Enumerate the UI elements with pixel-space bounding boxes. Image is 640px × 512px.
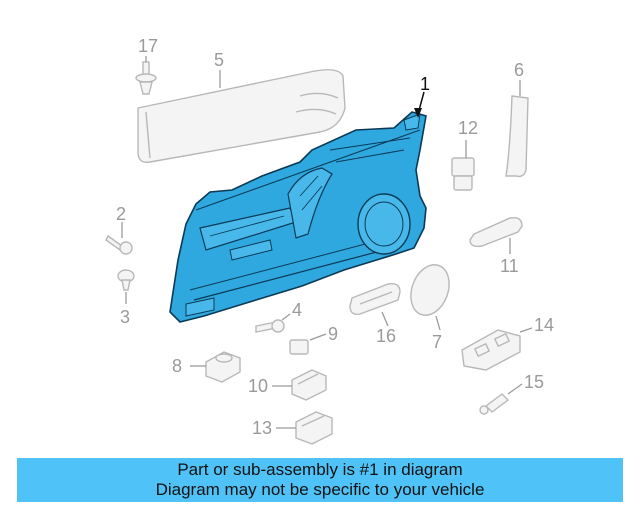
part-17-clip — [135, 56, 157, 95]
info-banner: Part or sub-assembly is #1 in diagram Di… — [17, 458, 623, 502]
callout-14: 14 — [534, 315, 554, 335]
callout-15: 15 — [524, 372, 544, 392]
callout-7: 7 — [432, 332, 442, 352]
part-13-switch — [276, 411, 333, 445]
part-12-switch — [451, 140, 475, 191]
part-14-switch-assembly — [461, 327, 533, 371]
part-6-pillar-trim — [505, 80, 529, 178]
callout-11: 11 — [500, 256, 519, 276]
banner-line-1: Part or sub-assembly is #1 in diagram — [177, 460, 463, 479]
part-11-handle — [469, 216, 523, 254]
part-10-switch — [272, 369, 327, 401]
callout-3: 3 — [120, 307, 130, 327]
callout-8: 8 — [172, 356, 182, 376]
callout-5: 5 — [214, 50, 224, 70]
part-1-door-panel — [169, 111, 427, 323]
callout-4: 4 — [292, 300, 302, 320]
callout-6: 6 — [514, 60, 524, 80]
callout-9: 9 — [328, 324, 338, 344]
banner-line-2: Diagram may not be specific to your vehi… — [155, 480, 485, 499]
part-3-fastener — [117, 269, 135, 304]
part-15-bulb — [479, 383, 523, 415]
part-5-trim-strip — [137, 69, 346, 163]
callout-10: 10 — [248, 376, 268, 396]
callout-1: 1 — [420, 74, 430, 94]
callout-17: 17 — [138, 36, 158, 56]
part-9-clip — [289, 333, 327, 355]
callout-2: 2 — [116, 204, 126, 224]
callout-13: 13 — [252, 418, 272, 438]
part-2-screw — [105, 222, 133, 255]
part-8-module — [190, 351, 241, 383]
callout-16: 16 — [376, 326, 396, 346]
callout-12: 12 — [458, 118, 478, 138]
part-4-screw — [255, 313, 291, 333]
part-16-bracket — [349, 282, 401, 327]
part-7-speaker-grille — [410, 264, 450, 331]
